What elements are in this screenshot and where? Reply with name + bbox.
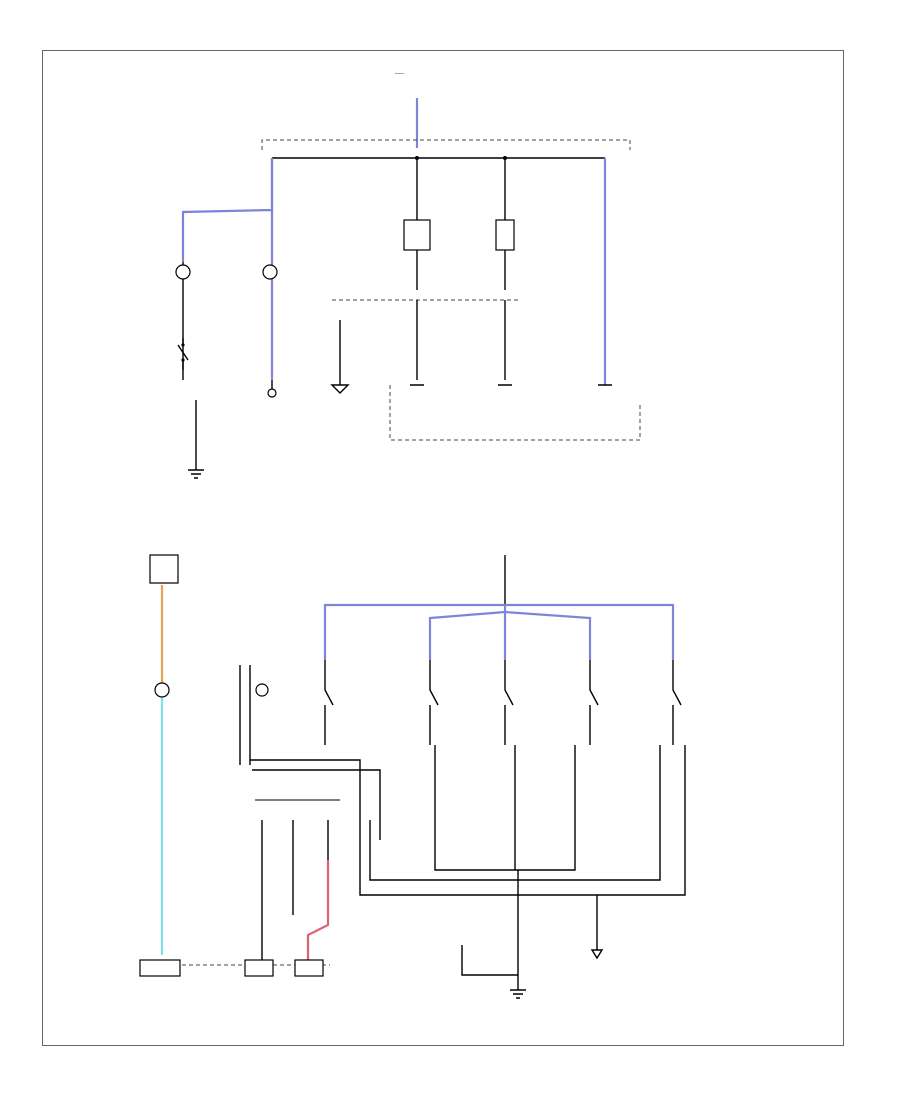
lamp-icon xyxy=(154,682,170,698)
connector-block xyxy=(294,959,324,977)
return-wire-ground xyxy=(250,745,686,896)
switch-icon xyxy=(672,660,682,745)
switch-icon xyxy=(504,660,514,745)
switch-group xyxy=(324,660,682,745)
lamp-icon xyxy=(175,264,191,280)
return-wire-outer xyxy=(369,745,661,881)
connector-block xyxy=(244,959,274,977)
red-wire xyxy=(306,860,330,960)
dashed-box xyxy=(389,385,641,441)
lamp-icon xyxy=(255,683,269,697)
switch-box xyxy=(149,554,179,584)
bottom-section xyxy=(139,554,686,999)
svg-text:───: ─── xyxy=(394,71,405,77)
switch-icon xyxy=(589,660,599,745)
return-wire xyxy=(434,745,576,871)
lamp-icon xyxy=(262,264,278,280)
relay-icon xyxy=(495,219,515,251)
top-section: ─── xyxy=(175,71,641,479)
ground-icon xyxy=(267,388,277,398)
ground-icon xyxy=(590,949,604,960)
ground-icon xyxy=(510,989,526,999)
blue-bus xyxy=(323,603,675,660)
switch-icon xyxy=(429,660,439,745)
switch-icon xyxy=(324,660,334,745)
module-wires xyxy=(261,820,329,960)
connector-block xyxy=(139,959,181,977)
blue-branch-left xyxy=(181,158,274,262)
blue-bus-inner xyxy=(428,610,592,660)
ground-icon xyxy=(188,469,204,479)
ground-icon xyxy=(330,384,350,394)
relay-icon xyxy=(403,219,431,251)
shield-wire xyxy=(239,665,251,765)
splice-bus-dashed xyxy=(261,139,631,150)
